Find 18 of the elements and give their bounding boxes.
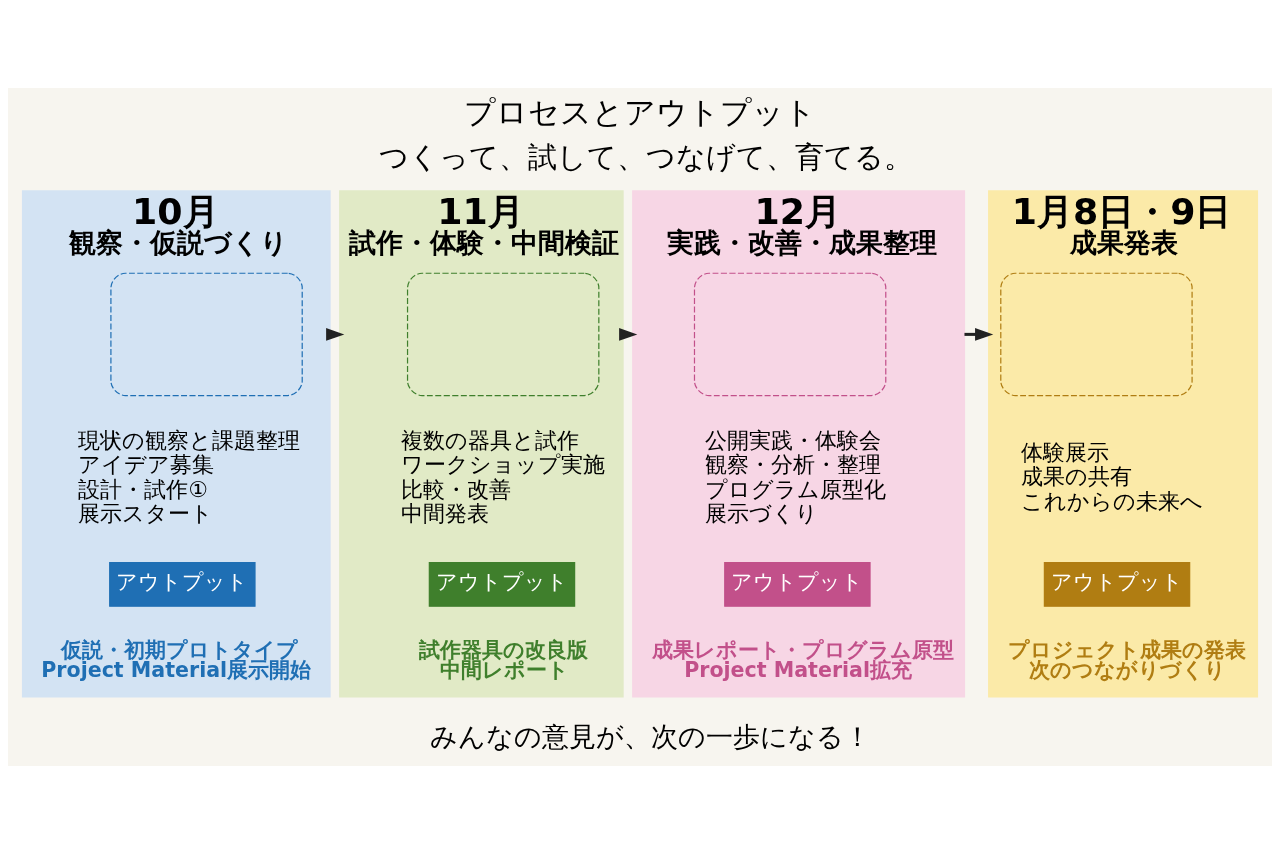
node-box: アウトプット [428,561,576,607]
node-text: 複数の器具と試作 ワークショップ実施 比較・改善 中間発表 [400,427,605,526]
node-box: アウトプット [724,561,871,607]
arrow [964,327,994,341]
node-box [693,272,887,396]
label: つくって、試して、つなげて、育てる。 [379,139,914,174]
arrow [326,327,345,341]
node-box [406,272,600,396]
node-text: 体験展示 成果の共有 これからの未来へ [1020,439,1203,514]
diagram-title: プロセスとアウトプット [464,93,816,130]
label: みんなの意見が、次の一歩になる！ [430,720,872,752]
node-text: 現状の観察と課題整理 アイデア募集 設計・試作① 展示スタート [78,427,301,526]
node-text: 公開実践・体験会 観察・分析・整理 プログラム原型化 展示づくり [705,427,887,526]
arrow [619,327,638,341]
node-box: アウトプット [109,561,256,607]
node-box [1000,272,1193,396]
node-box: アウトプット [1043,561,1191,607]
node-box [110,272,303,396]
